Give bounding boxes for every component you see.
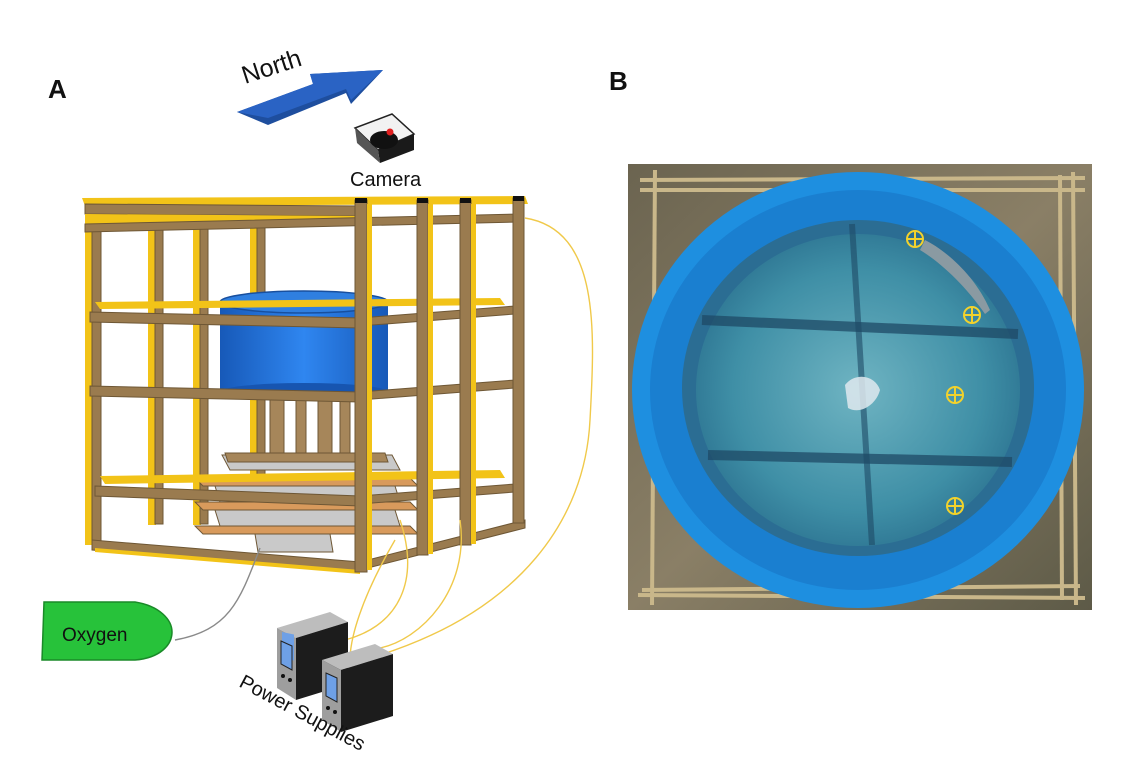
cables <box>174 217 594 661</box>
panel-a-label: A <box>48 74 67 104</box>
power-supply-icon <box>322 644 393 732</box>
oxygen-tank-icon <box>41 601 173 661</box>
oxygen-label: Oxygen <box>62 625 127 646</box>
north-label: North <box>238 44 305 90</box>
tracking-marker <box>906 230 924 248</box>
tank-photo <box>628 164 1092 610</box>
tracking-marker <box>946 386 964 404</box>
north-arrow-icon <box>237 70 383 125</box>
tracking-marker <box>946 497 964 515</box>
tracking-markers <box>906 230 981 515</box>
camera-label: Camera <box>350 169 422 191</box>
camera-icon <box>353 113 416 163</box>
tracking-marker <box>963 306 981 324</box>
frame-structure <box>82 196 528 574</box>
panel-b-label: B <box>609 66 628 96</box>
